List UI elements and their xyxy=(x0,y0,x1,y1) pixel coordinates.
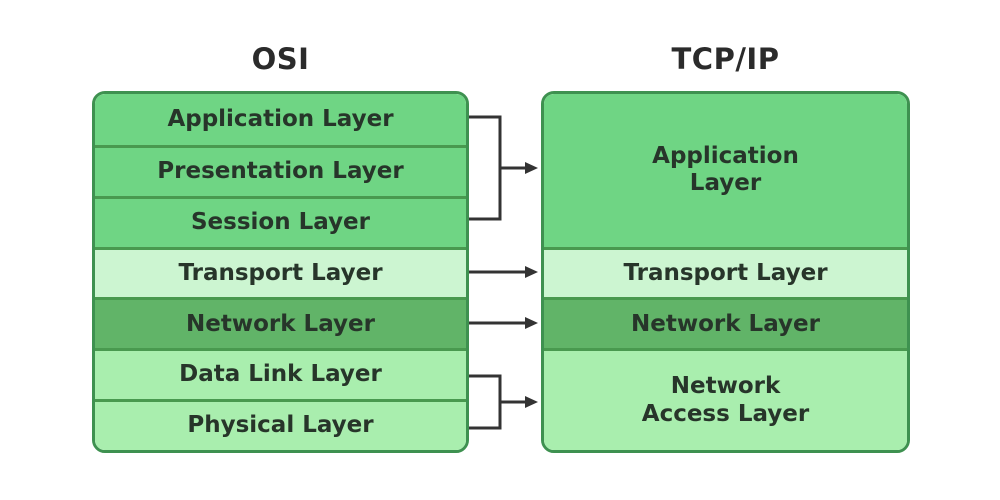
arrowhead xyxy=(525,266,538,278)
bracket-arrow-upper-layers-to-application xyxy=(469,115,538,221)
tcpip-layer-application: Application Layer xyxy=(544,94,907,247)
osi-layer-data-link: Data Link Layer xyxy=(95,348,466,400)
layer-label: Data Link Layer xyxy=(179,361,382,388)
layer-label: Transport Layer xyxy=(178,259,383,286)
tcpip-layer-transport: Transport Layer xyxy=(544,246,907,298)
tcpip-layer-stack: Application Layer Transport Layer Networ… xyxy=(541,91,910,453)
layer-label-line: Network Layer xyxy=(631,310,820,337)
layer-label: Application Layer xyxy=(167,105,394,132)
layer-label-line: Network xyxy=(670,373,781,399)
osi-layer-stack: Application Layer Presentation Layer Ses… xyxy=(92,91,469,453)
arrowhead xyxy=(525,317,538,329)
layer-label-line: Application xyxy=(652,142,799,169)
tcpip-layer-network: Network Layer xyxy=(544,297,907,349)
osi-layer-application: Application Layer xyxy=(95,94,466,145)
tcpip-layer-network-access: Network Access Layer xyxy=(544,348,907,450)
layer-label: Session Layer xyxy=(190,208,370,235)
bracket-arrow-lower-layers-to-network-access xyxy=(469,374,538,430)
layer-label-line: Layer xyxy=(689,170,762,197)
osi-column-title: OSI xyxy=(251,42,310,76)
osi-layer-session: Session Layer xyxy=(95,195,466,247)
osi-layer-network: Network Layer xyxy=(95,297,466,349)
tcpip-column-title: TCP/IP xyxy=(671,42,780,76)
osi-layer-physical: Physical Layer xyxy=(95,399,466,450)
arrowhead xyxy=(525,396,538,408)
arrowhead xyxy=(525,162,538,174)
layer-label-line: Access Layer xyxy=(641,400,810,427)
layer-label-line: Transport Layer xyxy=(623,259,828,286)
straight-arrow-transport xyxy=(469,266,538,278)
layer-label: Physical Layer xyxy=(187,412,374,439)
layer-label: Network Layer xyxy=(186,310,375,337)
straight-arrow-network xyxy=(469,317,538,329)
layer-label: Presentation Layer xyxy=(157,157,404,184)
osi-layer-presentation: Presentation Layer xyxy=(95,144,466,196)
osi-layer-transport: Transport Layer xyxy=(95,246,466,298)
